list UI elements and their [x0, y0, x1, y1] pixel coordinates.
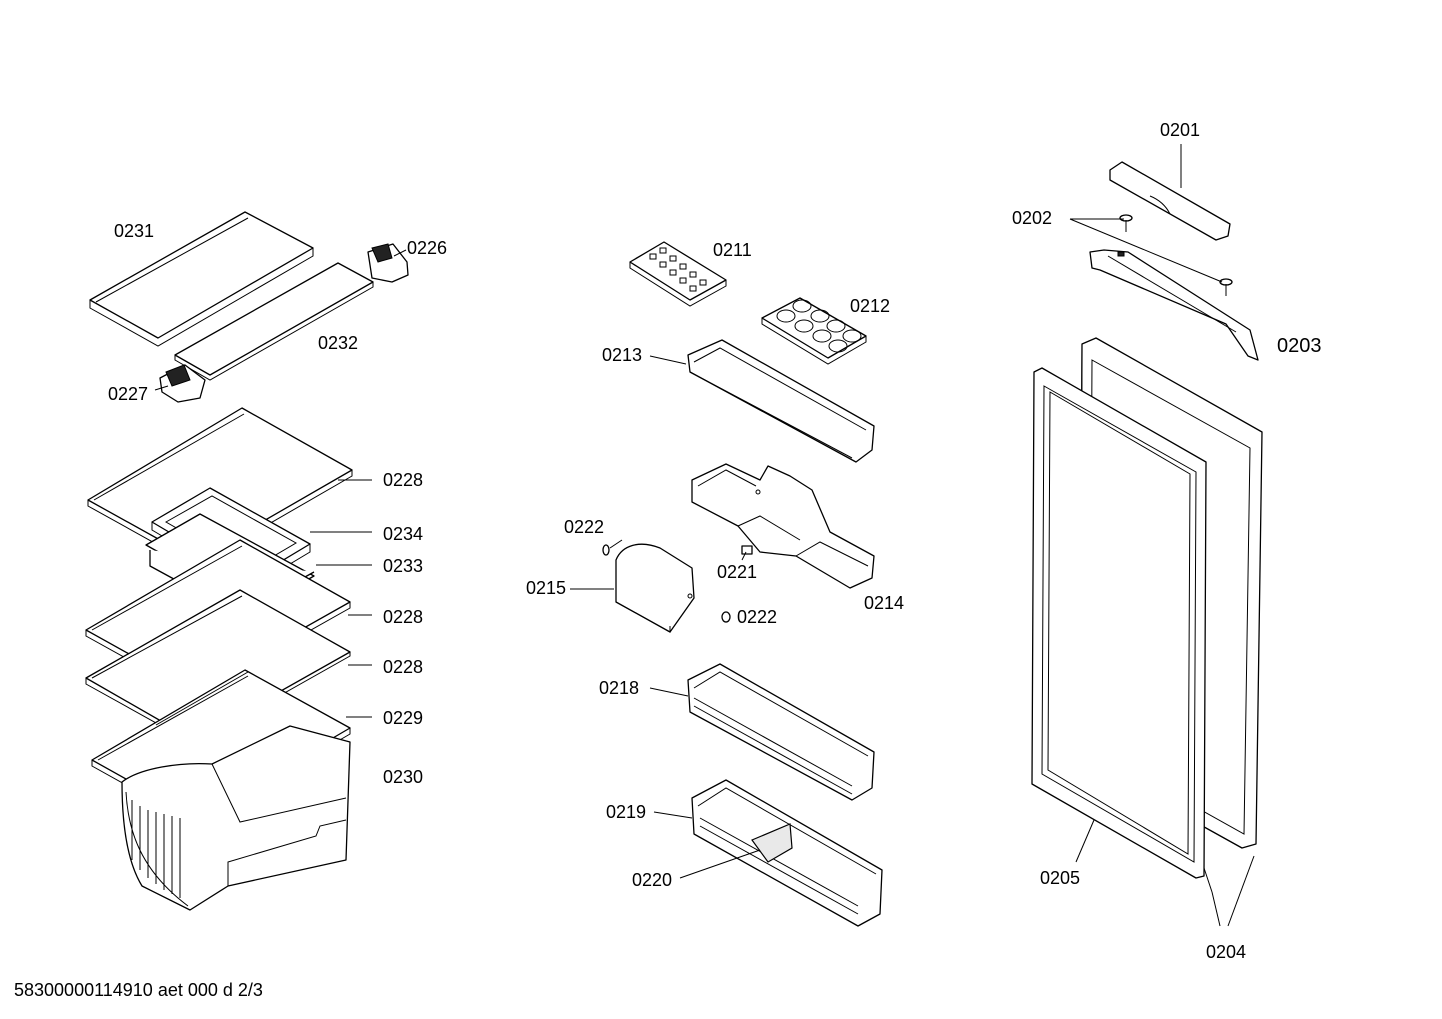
shelf-support-0226 — [367, 243, 409, 283]
hinge-pin-0221 — [741, 545, 753, 555]
handle-cover-0201 — [1109, 161, 1231, 241]
label-0230: 0230 — [383, 767, 423, 787]
label-0229: 0229 — [383, 708, 423, 728]
shelf-0232 — [174, 262, 374, 381]
screw-0202-right — [1219, 278, 1233, 296]
label-0204: 0204 — [1206, 942, 1246, 962]
label-0228-middle: 0228 — [383, 607, 423, 627]
label-0220: 0220 — [632, 870, 672, 890]
label-0222-lower: 0222 — [737, 607, 777, 627]
label-0205: 0205 — [1040, 868, 1080, 888]
shelf-support-0227 — [159, 364, 206, 403]
label-0219: 0219 — [606, 802, 646, 822]
door-bin-0219 — [691, 779, 883, 927]
crisper-drawer-0230 — [121, 725, 351, 911]
label-0233: 0233 — [383, 556, 423, 576]
door-bin-0218 — [687, 663, 875, 801]
label-0228-top: 0228 — [383, 470, 423, 490]
label-0222-upper: 0222 — [564, 517, 604, 537]
shelf-0231 — [89, 211, 314, 347]
bin-divider-0220 — [751, 823, 793, 863]
label-0211: 0211 — [713, 240, 752, 260]
label-0215: 0215 — [526, 578, 566, 598]
bin-lid-0215 — [615, 543, 695, 633]
label-0202: 0202 — [1012, 208, 1052, 228]
label-0218: 0218 — [599, 678, 639, 698]
label-0228-lower: 0228 — [383, 657, 423, 677]
label-0213: 0213 — [602, 345, 642, 365]
drawing-reference-code: 58300000114910 aet 000 d 2/3 — [14, 980, 263, 1000]
leader-lines — [154, 144, 1255, 927]
label-0227: 0227 — [108, 384, 148, 404]
label-0201: 0201 — [1160, 120, 1200, 140]
label-0212: 0212 — [850, 296, 890, 316]
door-gasket-0205 — [1031, 367, 1207, 879]
label-0203: 0203 — [1277, 335, 1322, 357]
label-0231: 0231 — [114, 221, 154, 241]
washer-0222-upper — [602, 544, 610, 556]
label-0226: 0226 — [407, 238, 447, 258]
label-0234: 0234 — [383, 524, 423, 544]
label-0232: 0232 — [318, 333, 358, 353]
screw-0202-left — [1119, 214, 1133, 232]
label-0214: 0214 — [864, 593, 904, 613]
part-labels: 0201 0202 0203 0204 0205 0211 0212 0213 … — [108, 120, 1322, 962]
egg-tray-0212 — [761, 297, 867, 365]
label-0221: 0221 — [717, 562, 757, 582]
hinge-bracket-0203 — [1089, 249, 1259, 361]
door-bin-0213 — [687, 339, 875, 463]
washer-0222-lower — [721, 611, 731, 623]
door-bin-0214 — [691, 463, 875, 589]
ice-tray-0211 — [629, 241, 727, 307]
